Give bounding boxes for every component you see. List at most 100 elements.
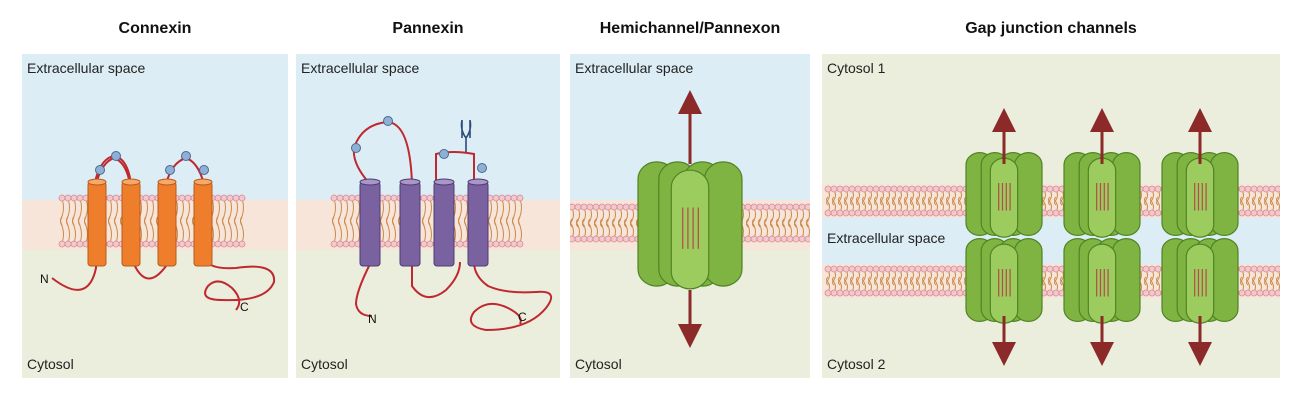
lipid-head [1238,265,1246,273]
lipid-head [902,265,910,273]
lipid-head [860,289,868,297]
lipid-tail [1246,276,1250,293]
lipid-head [866,265,874,273]
gap-channel-3-upper [1161,151,1239,238]
lipid-tail [910,269,914,286]
lipid-head [616,235,624,243]
lipid-tail [874,269,878,286]
lipid-tail [1270,276,1274,293]
lipid-head [830,289,838,297]
lipid-tail [1048,189,1052,206]
lipid-tail [350,216,354,244]
lipid-tail [910,196,914,213]
lipid-head [1274,209,1280,217]
n-terminus-label: N [40,272,49,286]
lipid-tail [600,207,604,228]
lipid-head [1268,289,1276,297]
lipid-tail [826,269,830,286]
lipid-tail [588,218,592,239]
lipid-tail [868,189,872,206]
lipid-tail [758,218,762,239]
lipid-head [628,203,636,211]
n-terminus-label: N [368,312,377,326]
cysteine-bead [181,151,191,161]
lipid-tail [898,276,902,293]
lipid-head [510,240,518,248]
lipid-tail [934,189,938,206]
lipid-tail [788,207,792,228]
lipid-head [70,240,78,248]
lipid-head [842,289,850,297]
lipid-head [336,240,344,248]
lipid-head [896,209,904,217]
lipid-tail [886,189,890,206]
lipid-tail [940,269,944,286]
lipid-head [756,203,764,211]
lipid-head [148,194,156,202]
lipid-tail [1150,196,1154,213]
lipid-tail [874,276,878,293]
lipid-head [872,209,880,217]
lipid-tail [764,218,768,239]
lipid-tail [958,196,962,213]
lipid-head [848,289,856,297]
lipid-tail [800,218,804,239]
lipid-tail [1252,269,1256,286]
lipid-tail [1060,269,1064,286]
lipid-tail [108,216,112,244]
lipid-head [798,203,806,211]
lipid-head [872,265,880,273]
lipid-head [64,194,72,202]
lipid-tail [600,218,604,239]
lipid-head [622,203,630,211]
lipid-tail [150,216,154,244]
lipid-head [1148,185,1156,193]
lipid-head [756,235,764,243]
channel-subunit [670,169,710,290]
lipid-head [1268,265,1276,273]
lipid-head [890,209,898,217]
lipid-head [1262,265,1270,273]
lipid-head [420,194,428,202]
lipid-head [938,185,946,193]
channel-subunit [703,161,743,287]
channel-subunit [1087,157,1117,238]
lipid-head [1052,289,1060,297]
lipid-head [884,289,892,297]
lipid-tail [806,207,810,228]
lipid-head [956,289,964,297]
lipid-tail [386,216,390,244]
lipid-tail [570,207,574,228]
lipid-head [836,209,844,217]
lipid-head [780,203,788,211]
lipid-tail [114,216,118,244]
lipid-head [64,240,72,248]
lipid-tail [946,196,950,213]
lipid-head [920,185,928,193]
lipid-head [1148,209,1156,217]
lipid-tail [422,216,426,244]
lipid-head [604,235,612,243]
lipid-tail [1252,196,1256,213]
lipid-head [390,194,398,202]
lipid-head [330,240,338,248]
lipid-tail [946,189,950,206]
lipid-tail [1156,276,1160,293]
lipid-head [390,240,398,248]
lipid-tail [1246,196,1250,213]
lipid-tail [344,216,348,244]
lipid-tail [1150,269,1154,286]
cysteine-bead [439,149,449,159]
lipid-tail [1150,276,1154,293]
channel-subunit [1014,238,1043,323]
lipid-tail [844,276,848,293]
lipid-head [786,203,794,211]
channel-subunit [989,243,1019,324]
lipid-tail [1264,269,1268,286]
lipid-head [932,265,940,273]
lipid-head [830,209,838,217]
lipid-head [1046,289,1054,297]
lipid-tail [958,276,962,293]
lipid-tail [880,189,884,206]
lipid-head [580,203,588,211]
